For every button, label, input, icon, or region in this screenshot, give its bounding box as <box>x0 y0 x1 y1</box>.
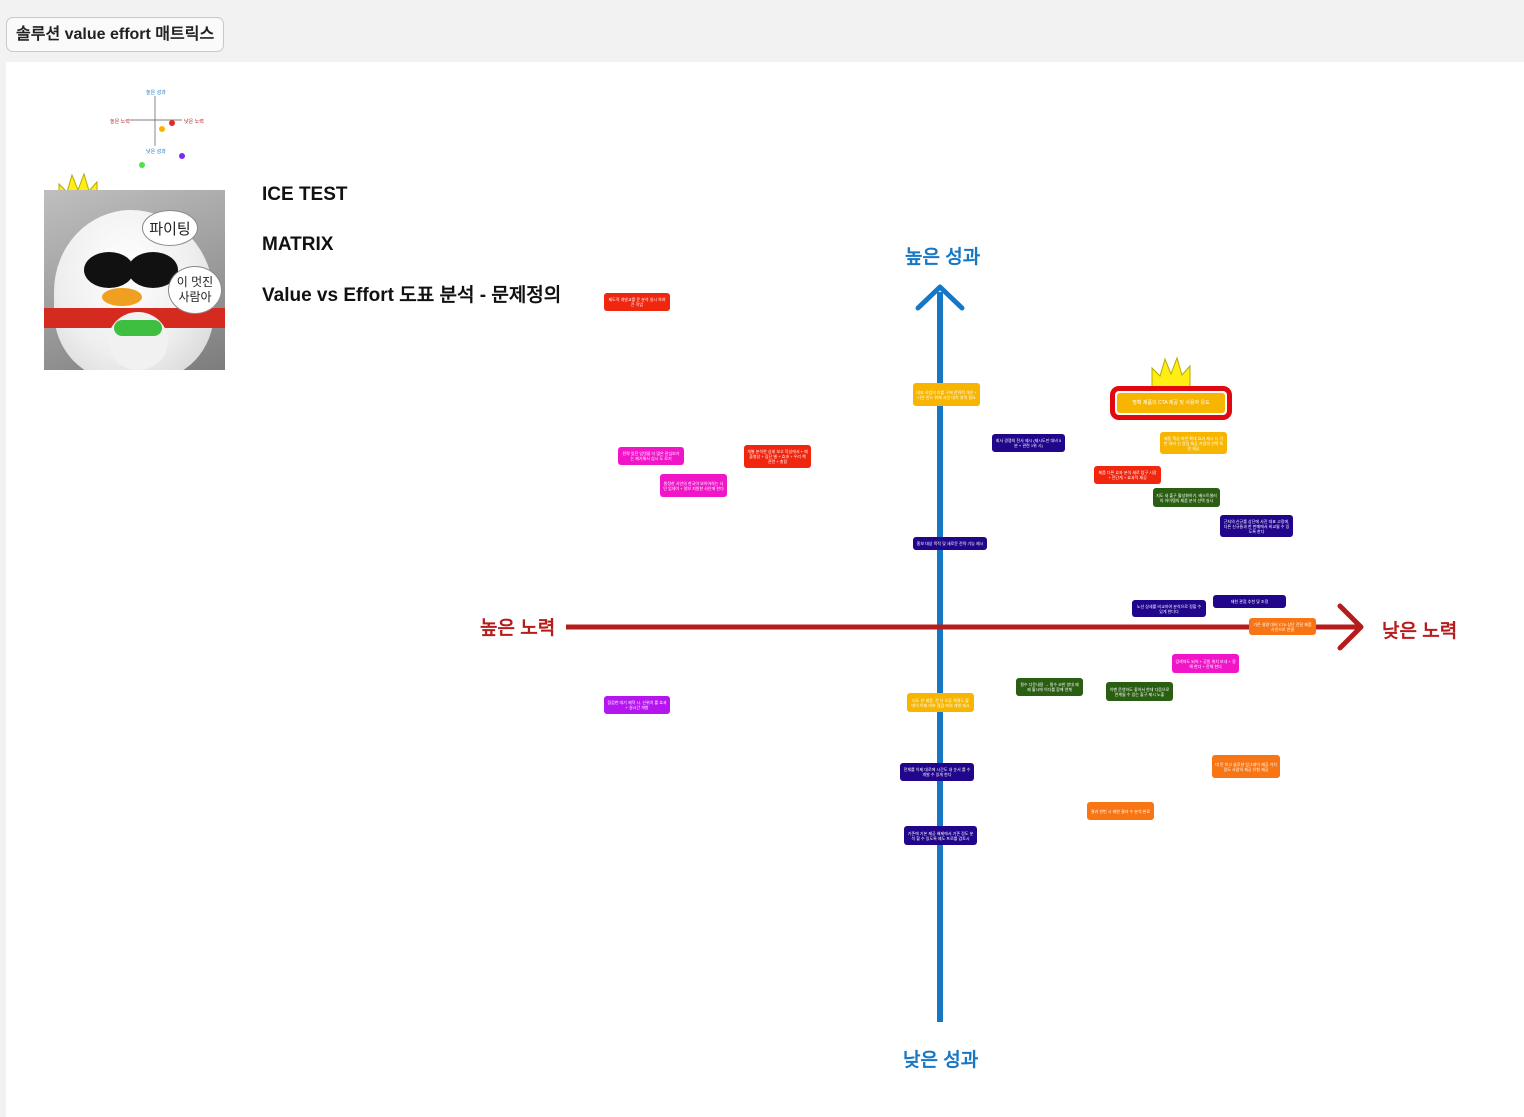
sticky-note[interactable]: 지도 새 출구 활성화하기, 베스트셀러의 아이템의 제품 분석 선택 실시 <box>1153 488 1220 507</box>
crown-icon-highlight <box>1151 356 1191 388</box>
whiteboard-canvas[interactable] <box>6 62 1524 1117</box>
mini-legend-top: 높은 성과 <box>146 90 166 96</box>
sticky-note[interactable]: 대표 사업의 흐를 구에 전략적 개선 + 다른 만드 위해 사인 대치 영역 … <box>913 383 980 406</box>
sticky-note-highlighted[interactable]: 명확 제품의 CTA 제공 및 사용자 유도 <box>1117 393 1225 413</box>
sticky-note[interactable]: 결과 한번 시 제한 결과 수 분석 완료 <box>1087 802 1154 820</box>
sticky-note[interactable]: 원정한 사인의 한국어 보이어하는 사인 업데이 + 정보 지원한 사인에 한다 <box>660 474 727 497</box>
heading-matrix: MATRIX <box>262 234 334 255</box>
sticky-note[interactable]: 이벤 운영하도 좋아서 한데 다음으로 연계될 수 있는 출구 제시 노출 <box>1106 682 1173 701</box>
sticky-note[interactable]: 제품 다른 효과 분석 새로 탐구 시장 + 전단계 + 효과적 제공 <box>1094 466 1161 484</box>
mini-legend-bottom: 낮은 성과 <box>146 149 166 155</box>
speech-bubble-fighting: 파이팅 <box>142 210 198 246</box>
sticky-note[interactable]: 기존에 기본 제공 배제에서 기존 정도 분석 할 수 있도록 제도 프로를 검… <box>904 826 977 845</box>
mini-legend-right: 낮은 노력 <box>184 119 204 125</box>
sticky-note[interactable]: 제도적 개발교를 문 분석 실시 하여 큰 작업 <box>604 293 670 311</box>
axis-label-low-effort: 낮은 노력 <box>1382 621 1458 642</box>
legend-dot-purple <box>179 153 185 159</box>
axis-label-high-effort: 높은 노력 <box>480 618 556 639</box>
sticky-note[interactable]: 개별 분석한 상세 보고 작성에서 + 매출향상 + 집단 별 + 효과 + 우… <box>744 445 811 468</box>
sticky-note[interactable]: 전략 있던 업뎃을 더 많은 관심보가 는 제기해서 섭시 도 로기 <box>618 447 684 465</box>
axis-label-low-value: 낮은 성과 <box>903 1050 979 1071</box>
sticky-note[interactable]: 근처의 신규를 상단에 사진 대표 고정에, 다른 신규들과 한 판매에서 비교… <box>1220 515 1293 537</box>
sticky-note[interactable]: 점검한 대기 제작 시, 신위치 를 효과 + 실시간 개발 <box>604 696 670 714</box>
horizontal-axis-arrowhead <box>1337 603 1364 651</box>
board-title[interactable]: 솔루션 value effort 매트릭스 <box>6 17 225 52</box>
sticky-note[interactable]: 검색하도 되어 + 공원 위치 보내 + 정해 한다 + 전체 한다 <box>1172 654 1239 673</box>
legend-dot-yellow <box>159 126 165 132</box>
sticky-note[interactable]: 홍보 대상 목적 및 새로운 전략 기능 제시 <box>913 537 987 550</box>
axis-label-high-value: 높은 성과 <box>905 247 981 268</box>
sticky-note[interactable]: 제한 관점 추천 및 조정 <box>1213 595 1286 608</box>
vertical-axis-arrowhead <box>915 284 965 311</box>
sticky-note[interactable]: 대 된 보고 솔루션 업그레이 제공 가치 정도 사람의 제공 유형 제공 <box>1212 755 1280 778</box>
sunglasses-left <box>84 252 134 288</box>
sticky-note[interactable]: 회사 경쟁의 전사 제시 (제시도만 대비 5분 + 관련 1위 시) <box>992 434 1065 452</box>
sticky-note[interactable]: 노선 상세를 비교하여 분석으로 정할 수 있게 한다다 <box>1132 600 1206 617</box>
mini-legend: 높은 성과 낮은 성과 높은 노력 낮은 노력 <box>100 80 220 175</box>
mini-legend-left: 높은 노력 <box>110 119 130 125</box>
sticky-note[interactable]: 다도 한 제품, 전 더 오류 해결도 할 데이 이제 비보 점검 에의 개발 … <box>907 693 974 712</box>
highlight-frame <box>1110 386 1232 420</box>
legend-dot-red <box>169 120 175 126</box>
sticky-note[interactable]: 기존 설명 대비 CTA 상단 전달 제품 사인으로 연결 <box>1249 618 1316 635</box>
sticky-note[interactable]: 제품 핵심 측면 확대 효과 제시 더 기반 대비 신 영업 제공 기업의 선택… <box>1160 432 1227 454</box>
heading-ice-test: ICE TEST <box>262 184 348 205</box>
bubble-line-2: 사람아 <box>178 290 212 304</box>
legend-dot-green <box>139 162 145 168</box>
heading-value-effort: Value vs Effort 도표 분석 - 문제정의 <box>262 285 562 306</box>
top-bar: 솔루션 value effort 매트릭스 <box>0 0 1524 62</box>
bubble-line-1: 이 멋진 <box>176 275 214 289</box>
sticky-note[interactable]: 필수 다운내용 → 필수 코한 방대 제제 활시에 이다를 함께 연계 <box>1016 678 1083 696</box>
sticky-note[interactable]: 전체를 이제 대로에 시간도 내 순서 를 수 개발 수 있게 한다 <box>900 763 974 781</box>
